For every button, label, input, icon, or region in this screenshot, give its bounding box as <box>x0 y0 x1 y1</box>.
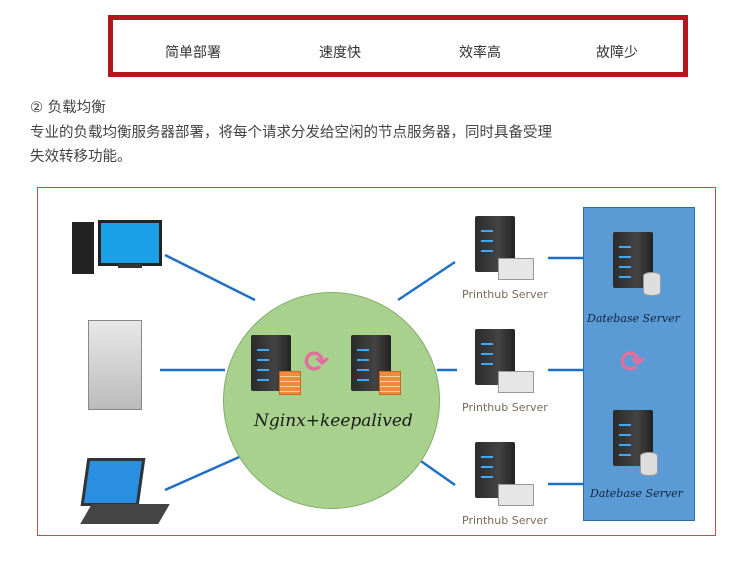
copier-icon <box>88 320 142 410</box>
database-server-1: Datebase Server <box>585 232 693 327</box>
section-title: ② 负载均衡 <box>30 100 106 116</box>
line-printhub-1 <box>397 260 456 302</box>
printhub-label: Printhub Server <box>462 401 548 414</box>
database-server-2: Datebase Server <box>585 410 693 505</box>
load-balance-diagram <box>37 187 716 536</box>
lb-label: Nginx+keepalived <box>254 411 413 431</box>
firewall-icon <box>279 371 301 395</box>
sync-arrows-icon: ⟳ <box>620 345 646 380</box>
features-banner: 简单部署 速度快 效率高 故障少 <box>108 15 688 77</box>
feature-speed: 速度快 <box>319 45 361 61</box>
printhub-server-2: Printhub Server <box>460 329 550 419</box>
printer-icon <box>498 484 534 506</box>
printer-icon <box>498 258 534 280</box>
printer-icon <box>498 371 534 393</box>
database-icon <box>643 272 661 296</box>
section-desc-line2: 失效转移功能。 <box>30 149 132 165</box>
database-icon <box>640 452 658 476</box>
database-label: Datebase Server <box>590 487 683 500</box>
feature-efficiency: 效率高 <box>459 45 501 61</box>
load-balancer-cluster: ⟳ Nginx+keepalived <box>223 292 440 509</box>
database-label: Datebase Server <box>587 312 680 325</box>
printhub-server-1: Printhub Server <box>460 216 550 306</box>
feature-simple-deploy: 简单部署 <box>165 45 221 61</box>
sync-arrows-icon: ⟳ <box>304 345 330 380</box>
line-pc <box>164 253 256 302</box>
printhub-label: Printhub Server <box>462 288 548 301</box>
printhub-server-3: Printhub Server <box>460 442 550 532</box>
feature-reliability: 故障少 <box>596 45 638 61</box>
firewall-icon <box>379 371 401 395</box>
section-desc-line1: 专业的负载均衡服务器部署，将每个请求分发给空闲的节点服务器，同时具备受理 <box>30 125 552 141</box>
printhub-label: Printhub Server <box>462 514 548 527</box>
